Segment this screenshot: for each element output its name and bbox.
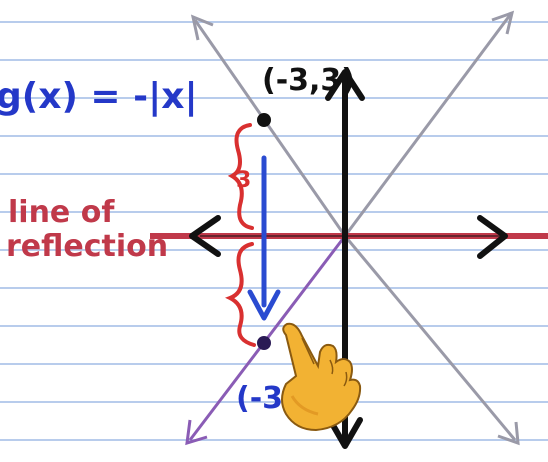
notebook-ruling <box>0 21 548 441</box>
x-axis-right-arrow <box>477 215 508 259</box>
diagonal-arrowheads <box>190 10 520 446</box>
purple-arrowhead <box>185 419 208 446</box>
line-label-1: line of <box>8 195 115 230</box>
reflection-arrow-head <box>247 289 281 321</box>
y-axis-top-arrow <box>325 69 365 101</box>
diagonal-lines <box>193 14 517 441</box>
pointing-hand-icon <box>281 322 362 432</box>
point-bottom-label: (-3 <box>236 381 283 416</box>
line-label-2: reflection <box>6 229 168 264</box>
equation-label: g(x) = -|x| <box>0 76 198 117</box>
distance-label: 3 <box>236 168 251 193</box>
point-bottom <box>257 336 271 350</box>
y-axis-bottom-arrow <box>327 417 363 449</box>
point-top-label: (-3,3) <box>262 63 355 98</box>
x-axis-left-arrow <box>189 215 221 257</box>
lower-brace <box>225 242 256 347</box>
point-top <box>257 113 271 127</box>
upper-brace <box>227 123 254 230</box>
